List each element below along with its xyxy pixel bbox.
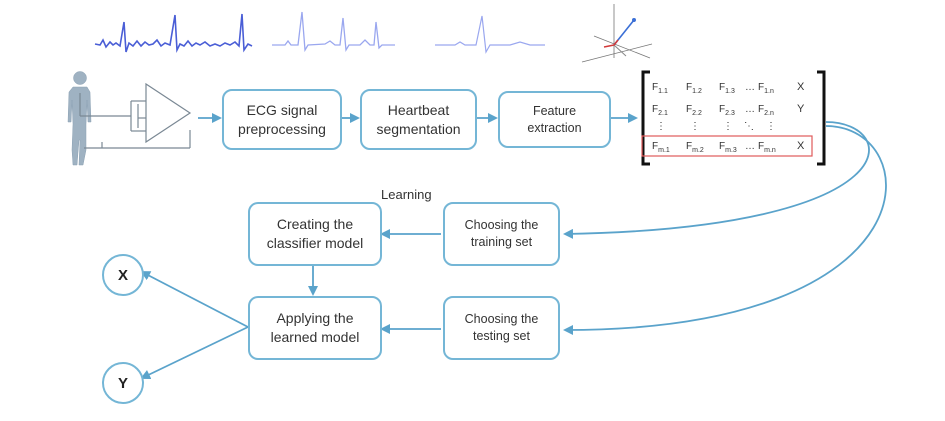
- matrix-ellipsis: …: [745, 141, 755, 152]
- matrix-ellipsis: …: [745, 104, 755, 115]
- matrix-vdots: ⋱: [744, 121, 754, 132]
- arrow-to-testing-set: [563, 125, 887, 335]
- 3d-axes-icon: [581, 4, 653, 63]
- amplifier-icon: [79, 82, 192, 149]
- matrix-cell: Fm.n: [758, 141, 776, 154]
- matrix-row-label: X: [797, 140, 805, 152]
- matrix-cell: Fm.1: [652, 141, 670, 154]
- ecg-preprocessing-box: ECG signal preprocessing: [222, 89, 342, 150]
- matrix-vdots: ⋮: [766, 121, 776, 132]
- training-row-highlight: [641, 135, 813, 157]
- arrow-to-y: [140, 326, 249, 380]
- heartbeat-segmentation-box: Heartbeat segmentation: [360, 89, 477, 150]
- matrix-row-label: Y: [797, 103, 805, 115]
- matrix-vdots: ⋮: [656, 121, 666, 132]
- matrix-cell: F1.2: [686, 82, 702, 95]
- matrix-cell: F1.3: [719, 82, 735, 95]
- matrix-cell: F1.1: [652, 82, 668, 95]
- arrow-to-training-set: [563, 121, 870, 239]
- matrix-cell: Fm.3: [719, 141, 737, 154]
- ecg-signal-icon: [94, 11, 545, 54]
- matrix-vdots: ⋮: [690, 121, 700, 132]
- matrix-cell: F2.1: [652, 104, 668, 117]
- testing-set-box: Choosing the testing set: [443, 296, 560, 360]
- training-set-box: Choosing the training set: [443, 202, 560, 266]
- output-y-node: Y: [102, 362, 144, 404]
- matrix-row-label: X: [797, 81, 805, 93]
- human-figure-icon: [67, 71, 92, 166]
- applying-model-box: Applying the learned model: [248, 296, 382, 360]
- matrix-brackets: [641, 70, 826, 166]
- matrix-ellipsis: …: [745, 82, 755, 93]
- matrix-cell: F1.n: [758, 82, 774, 95]
- matrix-vdots: ⋮: [723, 121, 733, 132]
- output-x-node: X: [102, 254, 144, 296]
- matrix-cell: F2.n: [758, 104, 774, 117]
- feature-extraction-box: Feature extraction: [498, 91, 611, 148]
- matrix-cell: Fm.2: [686, 141, 704, 154]
- arrow-to-x: [140, 271, 249, 328]
- matrix-cell: F2.3: [719, 104, 735, 117]
- creating-classifier-box: Creating the classifier model: [248, 202, 382, 266]
- matrix-cell: F2.2: [686, 104, 702, 117]
- learning-label: Learning: [381, 187, 432, 202]
